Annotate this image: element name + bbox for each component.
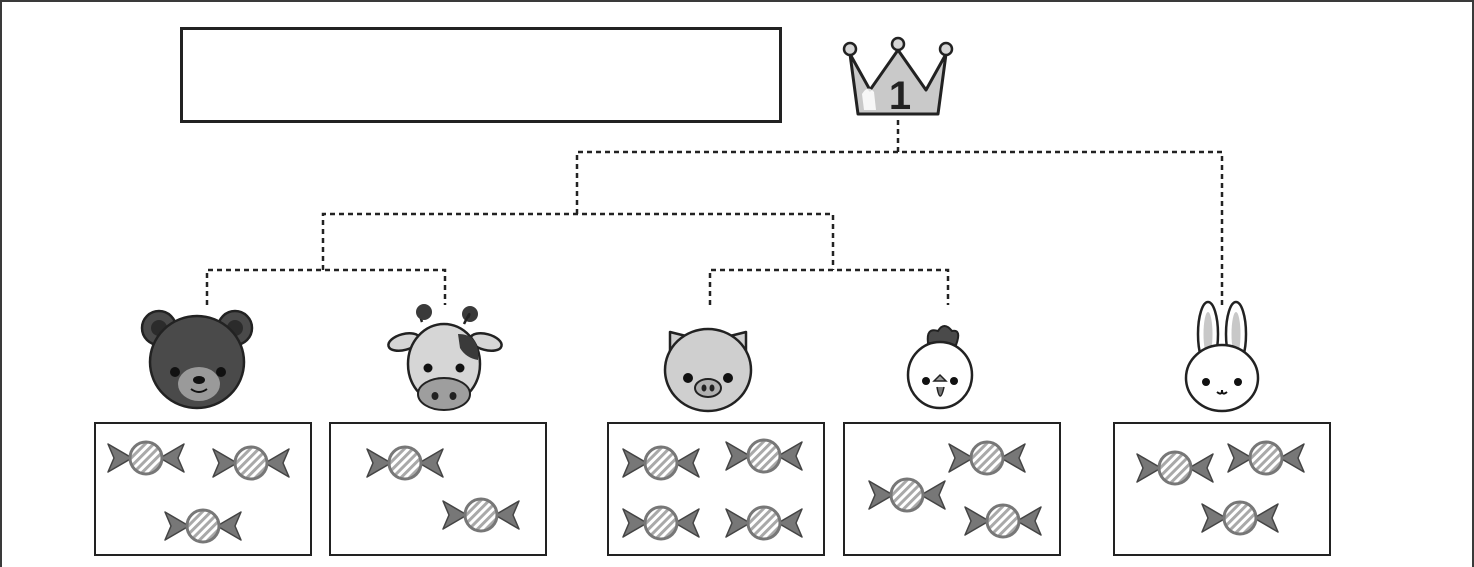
candy-icon — [366, 445, 444, 481]
bracket-line-semi-left — [321, 212, 835, 270]
candy-icon — [212, 445, 290, 481]
bear-icon — [140, 309, 254, 410]
chicken-icon — [906, 325, 974, 410]
candy-icon — [868, 477, 946, 513]
candy-box-cow — [329, 422, 547, 556]
answer-box[interactable] — [180, 27, 782, 123]
cow-icon — [387, 304, 503, 411]
crown-number: 1 — [889, 74, 911, 118]
bracket-line-final — [575, 150, 1224, 305]
candy-box-pig — [607, 422, 825, 556]
candy-icon — [107, 440, 185, 476]
candy-icon — [948, 440, 1026, 476]
candy-icon — [622, 445, 700, 481]
crown-icon: 1 — [842, 36, 954, 118]
rabbit-icon — [1184, 300, 1260, 413]
bracket-line-pig-chicken — [708, 268, 950, 305]
candies-layer — [107, 438, 1305, 544]
candy-icon — [442, 497, 520, 533]
candy-icon — [1136, 450, 1214, 486]
bracket-line-bear-cow — [205, 268, 447, 305]
candy-icon — [725, 505, 803, 541]
candy-icon — [1201, 500, 1279, 536]
candy-icon — [164, 508, 242, 544]
candy-icon — [1227, 440, 1305, 476]
candy-box-rabbit — [1113, 422, 1331, 556]
bracket-lines — [205, 120, 1224, 305]
pig-icon — [663, 327, 753, 413]
candy-icon — [964, 503, 1042, 539]
candy-icon — [725, 438, 803, 474]
candy-icon — [622, 505, 700, 541]
